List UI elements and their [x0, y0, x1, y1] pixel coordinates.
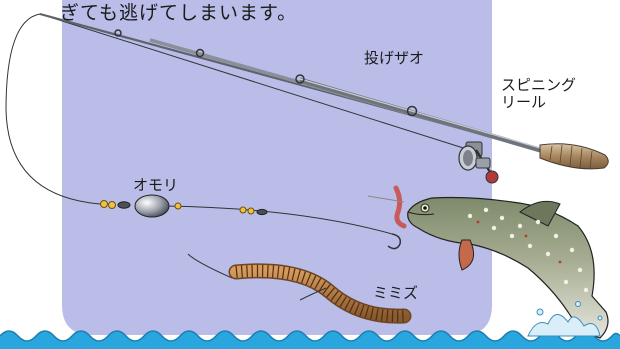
sinker-label: オモリ	[133, 177, 178, 194]
rod-label: 投げザオ	[364, 50, 424, 67]
caption-text: ぎても逃げてしまいます。	[60, 2, 297, 24]
worm-label: ミミズ	[373, 285, 418, 302]
reel-label-line2: リール	[501, 94, 576, 111]
water-panel	[62, 0, 492, 335]
reel-label: スピニング リール	[501, 77, 576, 111]
reel-label-line1: スピニング	[501, 77, 576, 94]
